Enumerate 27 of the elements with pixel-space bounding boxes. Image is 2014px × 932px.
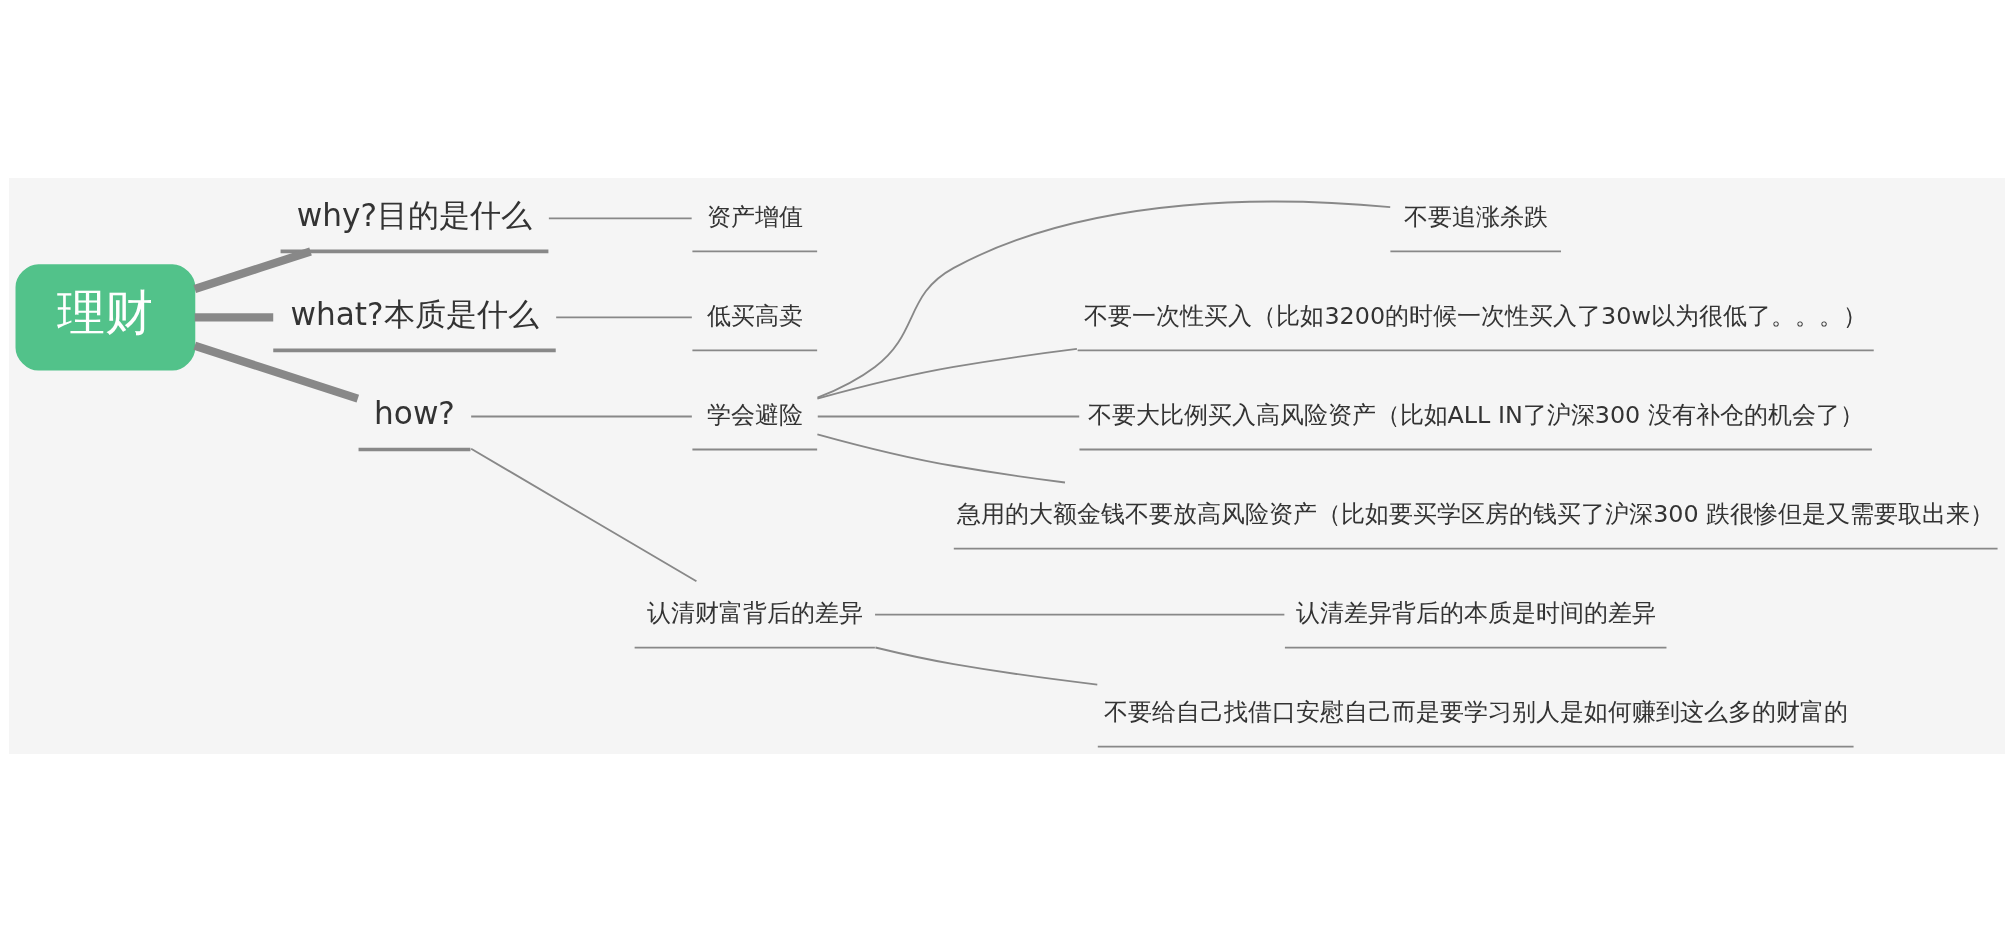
- node-text: 不要大比例买入高风险资产（比如ALL IN了沪深300 没有补仓的机会了）: [1087, 400, 1864, 429]
- node-text: how?: [374, 394, 455, 431]
- node-text: 不要一次性买入（比如3200的时候一次性买入了30w以为很低了。。。）: [1084, 301, 1867, 330]
- connector: [816, 200, 1392, 399]
- connector: [470, 415, 693, 418]
- node-text: what?本质是什么: [290, 295, 539, 332]
- connector: [816, 415, 1081, 418]
- node-text: 资产增值: [706, 202, 803, 231]
- connector: [874, 613, 1286, 616]
- node-text: 不要给自己找借口安慰自己而是要学习别人是如何赚到这么多的财富的: [1103, 697, 1848, 726]
- connector: [470, 447, 698, 583]
- connector: [193, 341, 360, 403]
- node-text: 急用的大额金钱不要放高风险资产（比如要买学区房的钱买了沪深300 跌很惨但是又需要取出来）: [957, 499, 1995, 528]
- connector: [816, 348, 1078, 400]
- node-text: 认清差异背后的本质是时间的差异: [1295, 598, 1656, 627]
- connector: [555, 316, 693, 319]
- connector: [193, 247, 312, 293]
- connector: [194, 313, 274, 322]
- connector: [816, 433, 1066, 484]
- node-text: why?目的是什么: [296, 196, 533, 233]
- node-text: 认清财富背后的差异: [646, 598, 863, 627]
- node-box: 理财: [15, 264, 196, 371]
- node-text: 低买高卖: [706, 301, 803, 330]
- node-text: 学会避险: [706, 400, 803, 429]
- connector: [874, 646, 1099, 686]
- connector: [547, 217, 693, 220]
- node-text: 不要追涨杀跌: [1403, 202, 1548, 231]
